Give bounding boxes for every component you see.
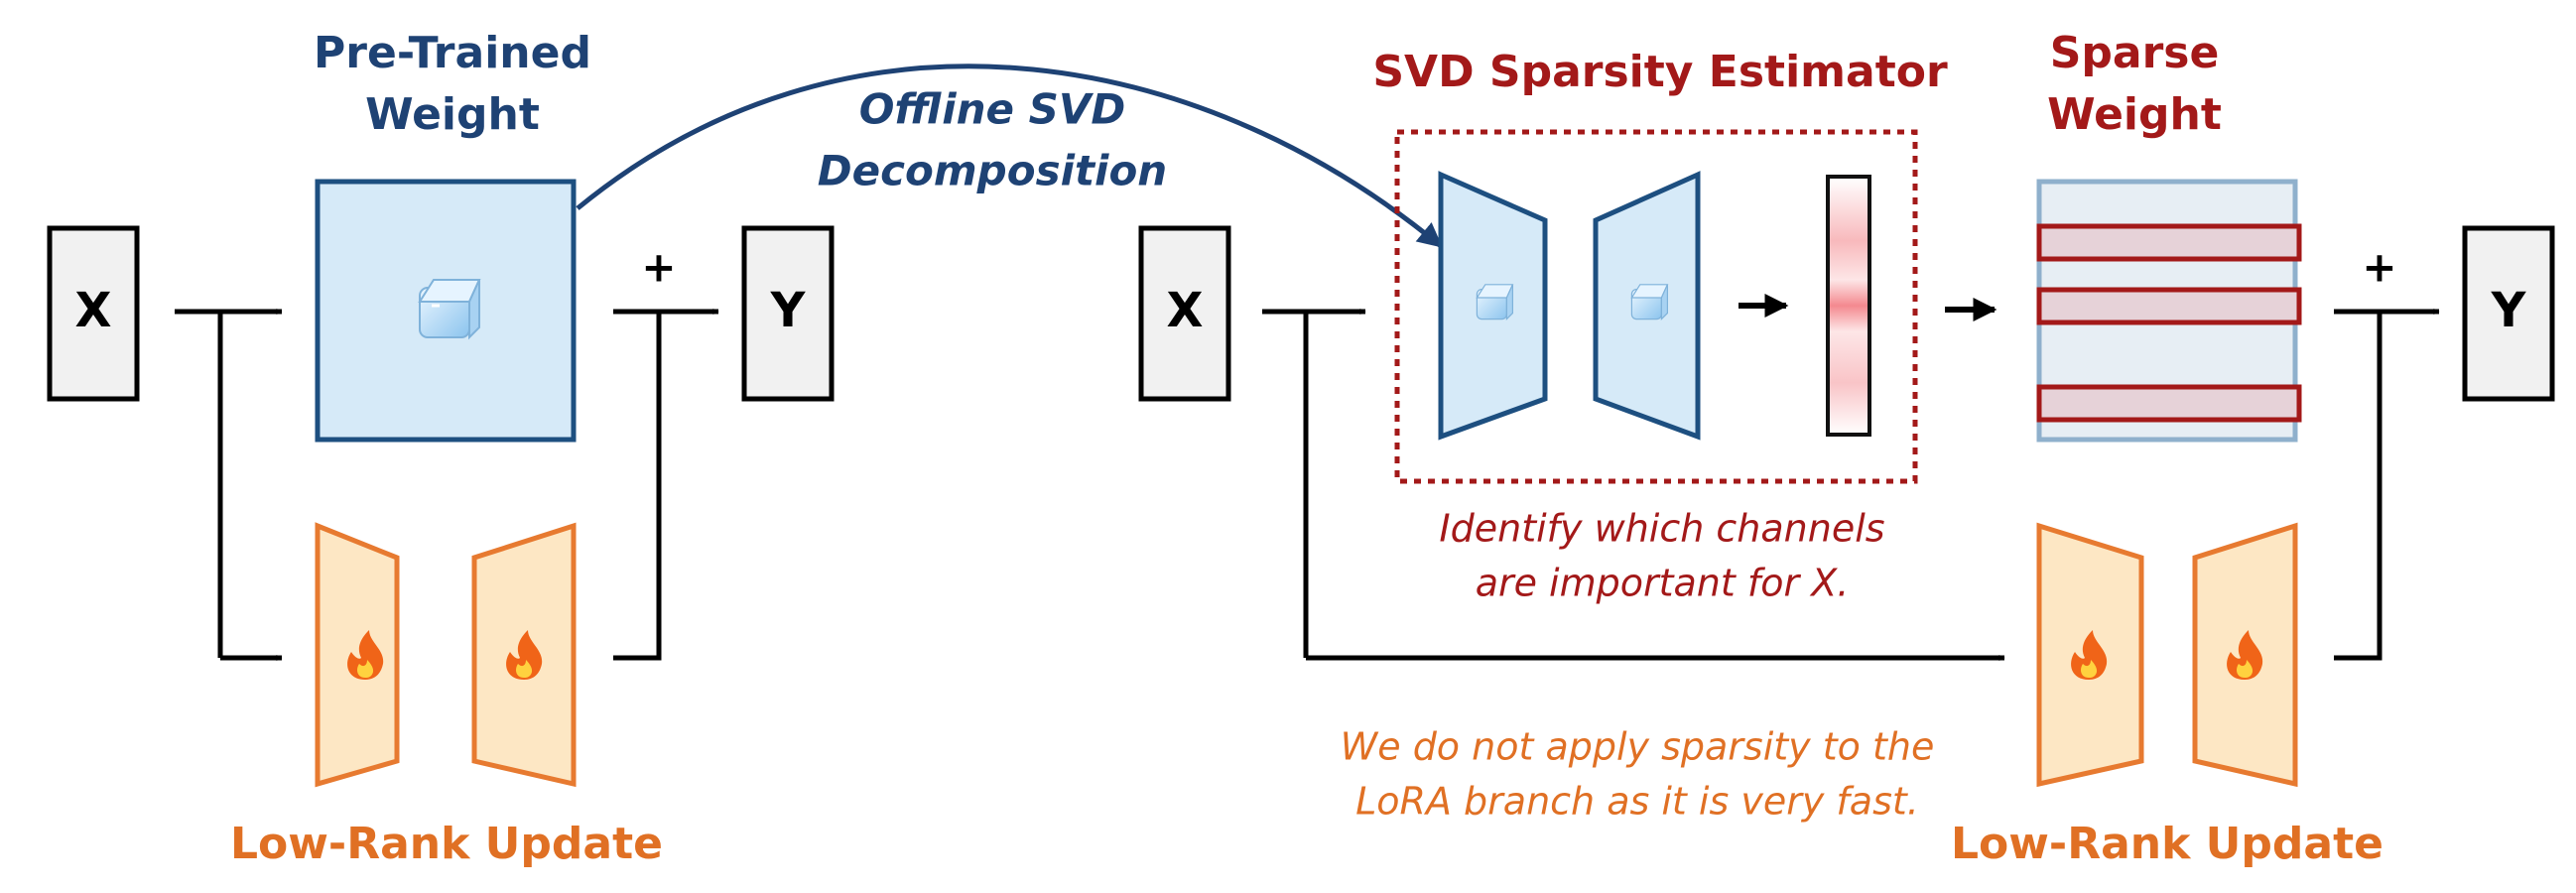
offline-svd-arrow — [576, 64, 1443, 248]
ice-cube-icon — [1476, 284, 1514, 321]
offline-svd-arrow-group: Offline SVD Decomposition — [576, 64, 1443, 248]
lora-down-projection — [315, 522, 400, 788]
sparse-title-line2: Weight — [2047, 89, 2222, 140]
left-input-wire — [175, 309, 223, 658]
estimator-caption-line2: are important for X. — [1476, 562, 1850, 605]
right-input-wire — [1262, 309, 1309, 658]
right-input-label: X — [1166, 283, 1203, 338]
estimator-caption-line1: Identify which channels — [1439, 507, 1884, 551]
ice-cube-icon — [1630, 284, 1669, 321]
left-plus-sign: + — [641, 243, 676, 292]
left-panel: X Pre-Trained Weight Low-Rank Update — [47, 28, 835, 869]
fire-icon — [506, 630, 543, 680]
right-lora-output-wire — [2334, 312, 2383, 661]
estimator-title: SVD Sparsity Estimator — [1372, 47, 1948, 97]
offline-svd-label-line1: Offline SVD — [859, 85, 1126, 134]
right-plus-sign: + — [2362, 243, 2396, 292]
active-channel-row — [2036, 223, 2302, 262]
channel-importance-bar — [1826, 175, 1871, 437]
weight-title-line2: Weight — [365, 89, 540, 140]
right-input-box — [1138, 225, 1231, 402]
left-output-label: Y — [770, 283, 807, 338]
right-output-box — [2462, 225, 2555, 402]
left-lora-title: Low-Rank Update — [230, 819, 663, 869]
right-panel: X SVD Sparsity Estimator Identify which … — [1138, 28, 2555, 869]
active-channel-row — [2036, 287, 2302, 325]
offline-svd-label-line2: Decomposition — [818, 147, 1167, 195]
weight-title-line1: Pre-Trained — [314, 28, 591, 78]
lora-note-line1: We do not apply sparsity to the — [1341, 725, 1935, 769]
sparse-title-line1: Sparse — [2050, 28, 2220, 78]
fire-icon — [2071, 630, 2108, 680]
fire-icon — [2227, 630, 2263, 680]
sparsity-estimator-frame — [1394, 129, 1918, 484]
lora-note-line2: LoRA branch as it is very fast. — [1355, 780, 1919, 824]
left-lora-output-wire — [613, 312, 662, 661]
active-channel-row — [2036, 384, 2302, 423]
left-input-box — [47, 225, 140, 402]
fire-icon — [347, 630, 384, 680]
left-input-label: X — [74, 283, 111, 338]
left-output-box — [741, 225, 835, 402]
ice-cube-icon — [418, 279, 481, 340]
right-output-label: Y — [2491, 283, 2527, 338]
right-lora-title: Low-Rank Update — [1951, 819, 2383, 869]
